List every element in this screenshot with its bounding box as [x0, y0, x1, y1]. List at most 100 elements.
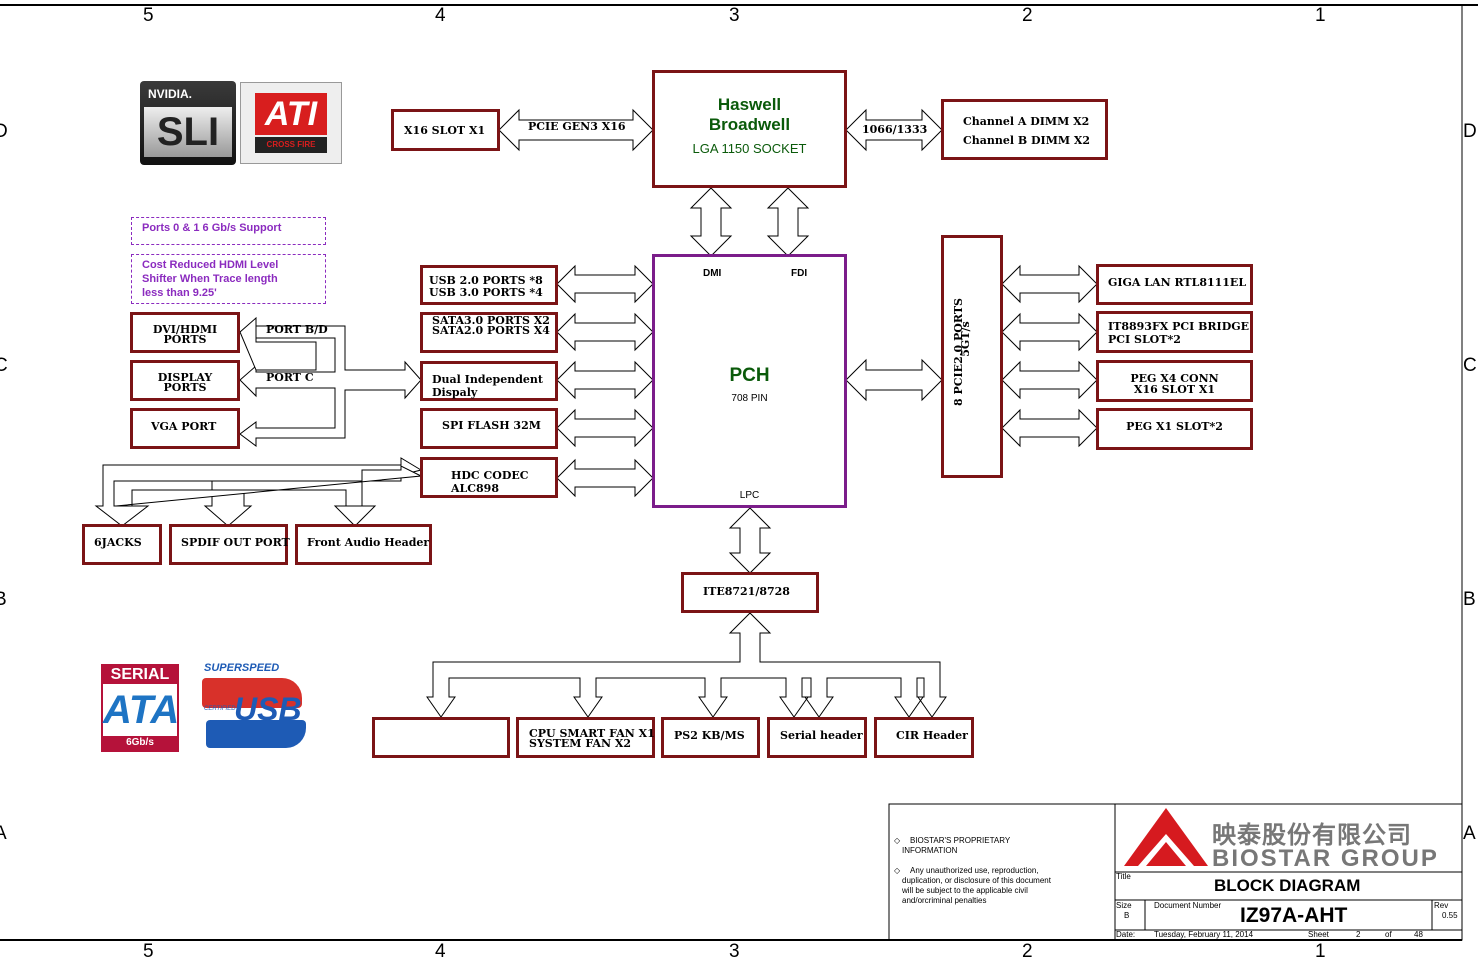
giga-lan-box[interactable]: GIGA LAN RTL8111EL — [1096, 264, 1253, 305]
company-en-text: BIOSTAR GROUP — [1212, 845, 1439, 872]
sata-ata-text: ATA — [103, 688, 180, 732]
company-cn-text: 映泰股份有限公司 — [1212, 821, 1412, 849]
notice-1: ◇ BIOSTAR'S PROPRIETARY INFORMATION — [894, 836, 1109, 856]
ps2-box[interactable]: PS2 KB/MS — [661, 717, 760, 758]
hdc-line1: HDC CODEC — [451, 469, 529, 482]
note-ports-support-text: Ports 0 & 1 6 Gb/s Support — [142, 222, 282, 234]
col-label-1: 1 — [1315, 5, 1326, 26]
pcie-ports-box[interactable]: 8 PCIE2.0 PORTS 5GT/s — [941, 235, 1003, 478]
diamond-icon: ◇ — [894, 836, 901, 845]
col-label-5: 5 — [143, 5, 154, 26]
arrow-ite-bus — [426, 612, 947, 718]
peg-x4-line1: PEG X4 CONN — [1130, 372, 1219, 385]
sata-logo: SERIAL ATA 6Gb/s — [101, 664, 179, 752]
cpu-block[interactable]: Haswell Broadwell LGA 1150 SOCKET — [652, 70, 847, 188]
dp-line1: DISPLAY — [157, 371, 213, 384]
col-label-1-bottom: 1 — [1315, 941, 1326, 962]
peg-x1-box[interactable]: PEG X1 SLOT*2 — [1096, 408, 1253, 450]
pci-bridge-box[interactable]: IT8893FX PCI BRIDGE PCI SLOT*2 — [1096, 311, 1253, 353]
cpu-line1: Haswell — [717, 95, 782, 114]
pch-fdi-label: FDI — [791, 268, 808, 279]
notice1-line1: BIOSTAR'S PROPRIETARY — [910, 836, 1011, 845]
cpu-line3: LGA 1150 SOCKET — [692, 141, 807, 156]
dual-display-box[interactable]: Dual Independent Dispaly — [420, 361, 558, 401]
serial-header-box[interactable]: Serial header — [767, 717, 867, 758]
display-ports-box[interactable]: DISPLAY PORTS — [130, 360, 240, 401]
sheet-field-label: Sheet — [1308, 930, 1329, 939]
spi-flash-box[interactable]: SPI FLASH 32M — [420, 408, 558, 449]
date-field-label: Date: — [1116, 930, 1136, 939]
dimm-box[interactable]: Channel A DIMM X2 Channel B DIMM X2 — [941, 99, 1108, 160]
arrow-peg-x1 — [1001, 408, 1098, 448]
col-label-2-bottom: 2 — [1022, 941, 1033, 962]
arrow-spi — [556, 408, 654, 448]
spdif-box[interactable]: SPDIF OUT PORT — [169, 524, 290, 565]
arrow-lpc — [728, 507, 772, 574]
fan-box[interactable]: CPU SMART FAN X1 SYSTEM FAN X2 — [516, 717, 655, 758]
row-label-b-right: B — [1463, 589, 1476, 610]
rev-field-value: 0.55 — [1442, 911, 1458, 920]
arrow-sata — [556, 312, 654, 352]
biostar-logo-icon — [1124, 808, 1208, 868]
arrow-dmi — [689, 187, 733, 257]
front-audio-label: Front Audio Header — [307, 536, 430, 549]
nvidia-sli-logo: NVIDIA. SLI — [140, 81, 236, 165]
hdc-codec-box[interactable]: HDC CODEC ALC898 — [420, 457, 558, 498]
spi-label: SPI FLASH 32M — [442, 419, 541, 432]
dvi-hdmi-box[interactable]: DVI/HDMI PORTS — [130, 312, 240, 353]
arrow-pci-bridge — [1001, 312, 1098, 352]
x16-slot-box[interactable]: X16 SLOT X1 — [391, 109, 500, 151]
usb-certified-text: CERTIFIED — [204, 706, 236, 712]
usb-red-swoosh-icon — [202, 678, 302, 708]
sata-serial-text: SERIAL — [103, 666, 177, 684]
row-label-b: B — [0, 589, 7, 610]
pch-block[interactable]: DMI FDI PCH 708 PIN LPC — [652, 254, 847, 508]
jacks-box[interactable]: 6JACKS — [82, 524, 162, 565]
pch-dmi-label: DMI — [703, 268, 722, 279]
ati-text: ATI — [255, 93, 327, 135]
port-bd-label: PORT B/D — [266, 323, 328, 336]
title-field-value: BLOCK DIAGRAM — [1214, 876, 1361, 895]
x16-slot-label: X16 SLOT X1 — [404, 124, 486, 137]
dimm-b-label: Channel B DIMM X2 — [963, 134, 1091, 147]
arrow-video-c — [239, 316, 317, 371]
front-audio-box[interactable]: Front Audio Header — [295, 524, 432, 565]
port-c-label: PORT C — [266, 371, 314, 384]
sata-ports-box[interactable]: SATA3.0 PORTS X2 SATA2.0 PORTS X4 — [420, 312, 558, 353]
sata-line1: SATA3.0 PORTS X2 — [432, 314, 550, 327]
sata-line2: SATA2.0 PORTS X4 — [432, 324, 550, 337]
arrow-fdi — [766, 187, 810, 257]
arrow-peg-x4 — [1001, 360, 1098, 400]
blank-box[interactable] — [372, 717, 510, 758]
pch-title: PCH — [729, 365, 770, 386]
col-label-5-bottom: 5 — [143, 941, 154, 962]
rev-field-label: Rev — [1434, 901, 1449, 910]
docnum-field-value: IZ97A-AHT — [1240, 904, 1348, 927]
usb-ports-box[interactable]: USB 2.0 PORTS *8 USB 3.0 PORTS *4 — [420, 265, 558, 305]
cir-header-box[interactable]: CIR Header — [874, 717, 974, 758]
arrow-lan — [1001, 264, 1098, 304]
pcie-gen3-label: PCIE GEN3 X16 — [528, 120, 626, 133]
hdc-line2: ALC898 — [451, 482, 499, 495]
peg-x1-label: PEG X1 SLOT*2 — [1126, 420, 1223, 433]
note-hdmi: Cost Reduced HDMI Level Shifter When Tra… — [131, 254, 326, 304]
arrow-video-bd — [239, 321, 422, 447]
note-hdmi-line1: Cost Reduced HDMI Level — [142, 259, 279, 271]
ite-box[interactable]: ITE8721/8728 — [681, 572, 819, 613]
arrow-usb — [556, 264, 654, 304]
col-label-4: 4 — [435, 5, 446, 26]
vga-port-box[interactable]: VGA PORT — [130, 408, 240, 449]
diamond-icon: ◇ — [894, 866, 901, 875]
col-label-3-bottom: 3 — [729, 941, 740, 962]
notice1-line2: INFORMATION — [902, 846, 958, 855]
sheet-field-value: 2 — [1356, 930, 1361, 939]
usb-blue-swoosh-icon — [206, 720, 306, 748]
giga-lan-label: GIGA LAN RTL8111EL — [1108, 276, 1247, 289]
of-field-label: of — [1385, 930, 1392, 939]
fan-line2: SYSTEM FAN X2 — [529, 737, 632, 750]
fan-line1: CPU SMART FAN X1 — [529, 727, 655, 740]
jacks-label: 6JACKS — [94, 536, 142, 549]
peg-x4-box[interactable]: PEG X4 CONN X16 SLOT X1 — [1096, 360, 1253, 402]
ps2-label: PS2 KB/MS — [674, 729, 745, 742]
arrow-audio-front — [115, 465, 423, 527]
